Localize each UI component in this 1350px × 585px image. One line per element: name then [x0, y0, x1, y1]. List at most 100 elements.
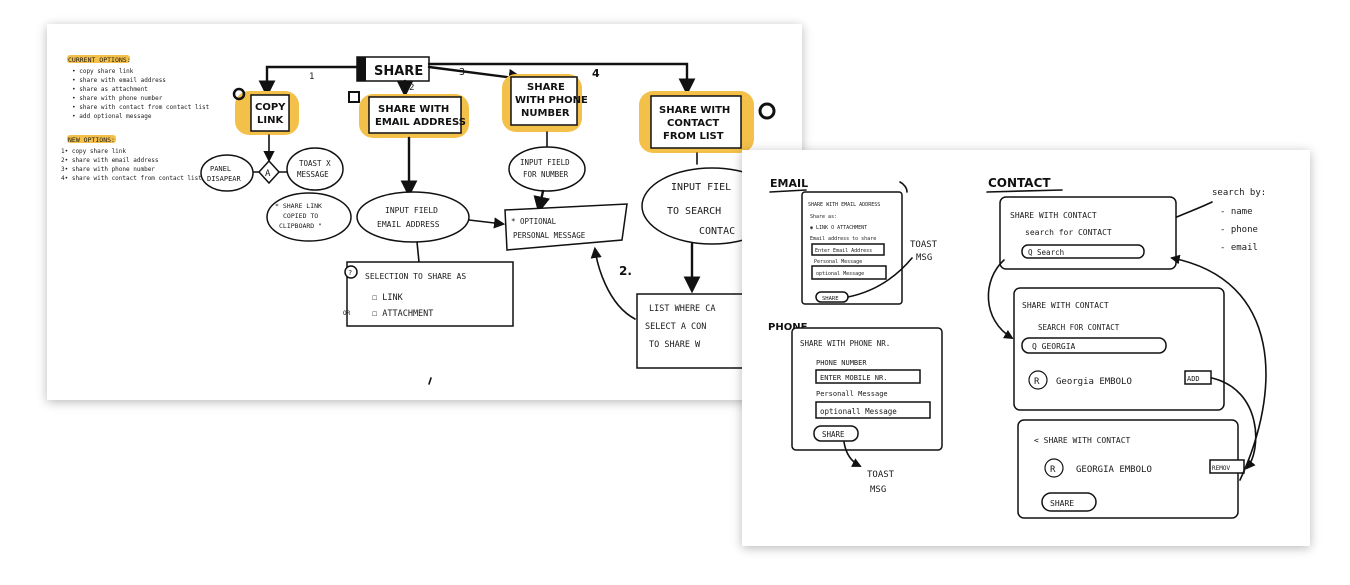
edge-number: 3 — [459, 67, 465, 78]
current-option: • copy share link — [72, 68, 134, 75]
svg-text:OR: OR — [343, 310, 351, 317]
contact-screen-results: SHARE WITH CONTACT SEARCH FOR CONTACT Q … — [1013, 287, 1225, 411]
contact-screen-selected: < SHARE WITH CONTACT R GEORGIA EMBOLO RE… — [1017, 419, 1245, 519]
svg-text:TO SEARCH: TO SEARCH — [667, 206, 721, 217]
svg-text:Personall Message: Personall Message — [816, 390, 888, 398]
phone-heading: PHONE — [768, 322, 808, 333]
svg-text:INPUT FIEL: INPUT FIEL — [671, 182, 731, 193]
svg-text:PHONE NUMBER: PHONE NUMBER — [816, 359, 867, 367]
svg-text:EMAIL ADDRESS: EMAIL ADDRESS — [377, 220, 440, 229]
svg-text:search for CONTACT: search for CONTACT — [1025, 228, 1112, 237]
current-option: • share with email address — [72, 77, 166, 84]
svg-text:MESSAGE: MESSAGE — [297, 170, 329, 179]
svg-text:TOAST: TOAST — [910, 240, 938, 250]
svg-text:NUMBER: NUMBER — [521, 108, 570, 119]
svg-text:SHARE WITH: SHARE WITH — [659, 105, 730, 116]
new-option: 4• share with contact from contact list — [61, 175, 202, 182]
svg-text:Q GEORGIA: Q GEORGIA — [1032, 342, 1076, 351]
svg-text:SHARE WITH: SHARE WITH — [378, 104, 449, 115]
screens-sketch: EMAIL SHARE WITH EMAIL ADDRESS Share as:… — [768, 176, 1267, 519]
share-email-node: SHARE WITH EMAIL ADDRESS — [348, 91, 469, 138]
contact-screen-search: SHARE WITH CONTACT search for CONTACT Q … — [999, 196, 1177, 270]
current-option: • share with phone number — [72, 95, 163, 102]
selection-box: ? SELECTION TO SHARE AS ☐ LINK OR ☐ ATTA… — [343, 261, 514, 327]
svg-text:PERSONAL MESSAGE: PERSONAL MESSAGE — [513, 231, 586, 240]
svg-text:R: R — [1050, 465, 1056, 475]
svg-text:☐ LINK: ☐ LINK — [372, 293, 404, 303]
svg-text:Share as:: Share as: — [810, 214, 837, 220]
svg-text:SHARE WITH CONTACT: SHARE WITH CONTACT — [1022, 301, 1109, 310]
input-number-node — [508, 146, 586, 192]
svg-text:TOAST: TOAST — [867, 470, 895, 480]
svg-text:- email: - email — [1220, 243, 1258, 253]
svg-text:FOR NUMBER: FOR NUMBER — [523, 170, 569, 179]
svg-text:MSG: MSG — [916, 253, 932, 263]
svg-text:DISAPEAR: DISAPEAR — [207, 175, 242, 183]
share-phone-node: SHARE WITH PHONE NUMBER — [502, 74, 588, 132]
svg-text:LINK: LINK — [257, 115, 284, 126]
copy-link-node: COPY LINK — [232, 87, 299, 135]
share-label: SHARE — [374, 64, 423, 79]
current-option: • share with contact from contact list — [72, 104, 210, 111]
svg-text:COPIED TO: COPIED TO — [283, 212, 318, 220]
svg-text:CONTAC: CONTAC — [699, 226, 735, 237]
new-option: 1• copy share link — [61, 148, 126, 155]
svg-text:Georgia EMBOLO: Georgia EMBOLO — [1056, 377, 1132, 387]
svg-text:REMOV: REMOV — [1212, 465, 1230, 472]
edge-to-copy — [258, 65, 359, 98]
decision-diamond: A — [257, 159, 281, 185]
edge-number: 2 — [409, 83, 414, 93]
svg-text:PANEL: PANEL — [210, 165, 231, 173]
contact-heading: CONTACT — [988, 176, 1051, 190]
edge-to-phone — [427, 65, 526, 86]
svg-text:SHARE: SHARE — [822, 296, 839, 302]
new-option: 3• share with phone number — [61, 166, 155, 173]
svg-text:SHARE: SHARE — [527, 82, 565, 93]
panel-disapear-node — [200, 154, 254, 192]
edge-to-contact — [427, 62, 696, 96]
svg-text:INPUT FIELD: INPUT FIELD — [385, 206, 438, 215]
svg-text:GEORGIA EMBOLO: GEORGIA EMBOLO — [1076, 465, 1152, 475]
svg-text:Personal Message: Personal Message — [814, 259, 862, 265]
svg-text:MSG: MSG — [870, 485, 886, 495]
svg-text:SHARE WITH PHONE NR.: SHARE WITH PHONE NR. — [800, 339, 890, 348]
svg-text:* OPTIONAL: * OPTIONAL — [511, 217, 557, 226]
svg-text:FROM LIST: FROM LIST — [663, 131, 724, 142]
list-select-node: LIST WHERE CA SELECT A CON TO SHARE W — [636, 293, 748, 369]
svg-text:SELECTION TO SHARE AS: SELECTION TO SHARE AS — [365, 272, 466, 281]
current-options-note: CURRENT OPTIONS: • copy share link • sha… — [67, 55, 210, 120]
svg-text:Email address to share: Email address to share — [810, 236, 876, 242]
svg-text:SHARE: SHARE — [822, 430, 845, 439]
svg-text:R: R — [1034, 377, 1040, 387]
current-options-title: CURRENT OPTIONS: — [68, 56, 131, 64]
optional-message-node: * OPTIONAL PERSONAL MESSAGE — [504, 203, 628, 251]
svg-text:COPY: COPY — [255, 102, 286, 113]
svg-text:CLIPBOARD ": CLIPBOARD " — [279, 222, 322, 230]
svg-text:TO SHARE W: TO SHARE W — [649, 340, 701, 350]
svg-text:2.: 2. — [619, 264, 632, 278]
svg-text:* SHARE LINK: * SHARE LINK — [275, 202, 322, 210]
flow-diagram: CURRENT OPTIONS: • copy share link • sha… — [61, 55, 783, 385]
svg-text:ENTER MOBILE NR.: ENTER MOBILE NR. — [820, 374, 887, 382]
edge-number: 4 — [592, 67, 600, 80]
svg-text:search by:: search by: — [1212, 188, 1266, 198]
svg-text:optionall Message: optionall Message — [820, 407, 897, 416]
svg-text:SHARE: SHARE — [1050, 499, 1074, 508]
svg-text:INPUT FIELD: INPUT FIELD — [520, 158, 570, 167]
svg-text:◉ LINK O ATTACHMENT: ◉ LINK O ATTACHMENT — [810, 225, 867, 231]
svg-text:Enter Email Address: Enter Email Address — [815, 248, 872, 254]
share-contact-node: SHARE WITH CONTACT FROM LIST — [639, 91, 776, 153]
screens-sheet: EMAIL SHARE WITH EMAIL ADDRESS Share as:… — [742, 150, 1310, 546]
current-option: • add optional message — [72, 113, 152, 120]
new-options-note: NEW OPTIONS: 1• copy share link 2• share… — [61, 135, 202, 182]
svg-text:☐ ATTACHMENT: ☐ ATTACHMENT — [372, 309, 433, 319]
svg-text:CONTACT: CONTACT — [667, 118, 719, 129]
svg-text:SHARE WITH EMAIL ADDRESS: SHARE WITH EMAIL ADDRESS — [808, 202, 880, 208]
input-email-node — [356, 191, 470, 243]
svg-text:?: ? — [348, 269, 352, 277]
edge-number: 1 — [309, 72, 314, 82]
svg-text:< SHARE WITH CONTACT: < SHARE WITH CONTACT — [1034, 436, 1131, 445]
svg-text:WITH PHONE: WITH PHONE — [515, 95, 588, 106]
svg-text:SEARCH FOR CONTACT: SEARCH FOR CONTACT — [1038, 323, 1120, 332]
email-screen: SHARE WITH EMAIL ADDRESS Share as: ◉ LIN… — [801, 191, 903, 305]
